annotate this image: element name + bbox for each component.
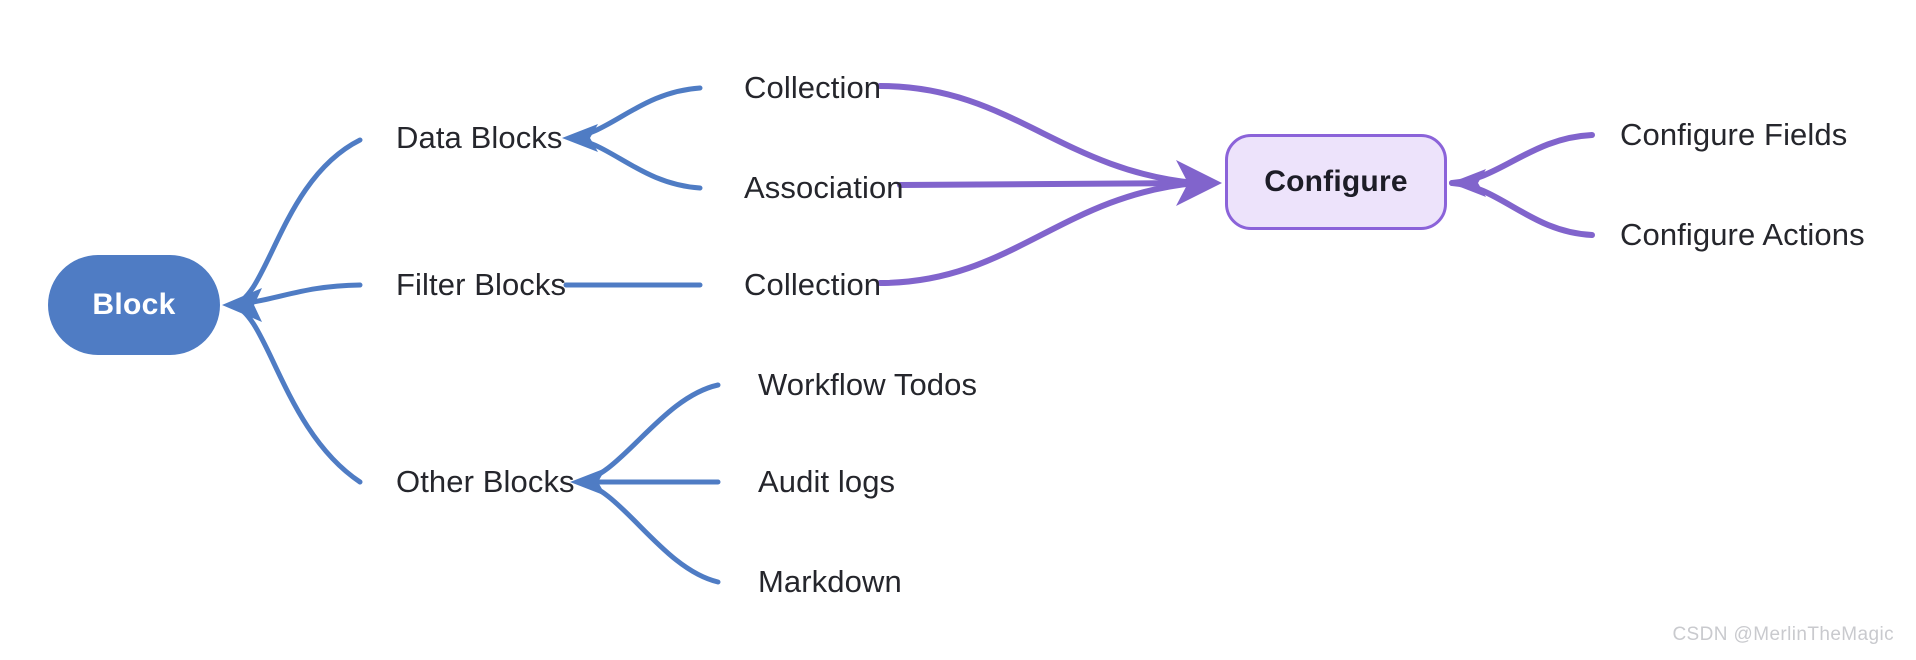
edge-association-to-configure	[897, 180, 1198, 188]
node-data-blocks[interactable]: Data Blocks	[396, 120, 563, 155]
node-block-label: Block	[92, 288, 176, 321]
node-configure-actions[interactable]: Configure Actions	[1620, 217, 1865, 252]
node-configure-label: Configure	[1264, 165, 1408, 198]
edge-other-blocks-to-markdown	[575, 479, 721, 585]
edge-other-blocks-to-workflow-todos	[575, 382, 721, 485]
edge-collection-top-to-configure	[877, 83, 1198, 186]
node-configure-fields[interactable]: Configure Fields	[1620, 117, 1848, 152]
node-data-blocks-association[interactable]: Association	[744, 170, 904, 205]
arrowhead-into-configure-node-left	[1450, 169, 1486, 197]
arrowhead-into-other-blocks	[570, 468, 606, 496]
node-filter-blocks[interactable]: Filter Blocks	[396, 267, 567, 302]
node-other-blocks-workflow-todos[interactable]: Workflow Todos	[758, 367, 978, 402]
node-configure[interactable]: Configure	[1225, 134, 1447, 230]
node-filter-blocks-collection[interactable]: Collection	[744, 267, 882, 302]
arrowhead-into-data-blocks	[562, 124, 598, 152]
watermark: CSDN @MerlinTheMagic	[1672, 624, 1894, 645]
node-other-blocks[interactable]: Other Blocks	[396, 464, 575, 499]
node-other-blocks-audit-logs[interactable]: Audit logs	[758, 464, 896, 499]
edge-block-to-other-blocks	[229, 302, 363, 485]
node-block[interactable]: Block	[48, 255, 220, 355]
edge-block-to-data-blocks	[229, 137, 363, 308]
node-data-blocks-collection[interactable]: Collection	[744, 70, 882, 105]
edge-collection-filter-to-configure	[877, 180, 1198, 286]
arrowhead-into-block	[222, 288, 262, 322]
node-other-blocks-markdown[interactable]: Markdown	[758, 564, 902, 599]
arrowhead-into-configure	[1176, 160, 1222, 206]
